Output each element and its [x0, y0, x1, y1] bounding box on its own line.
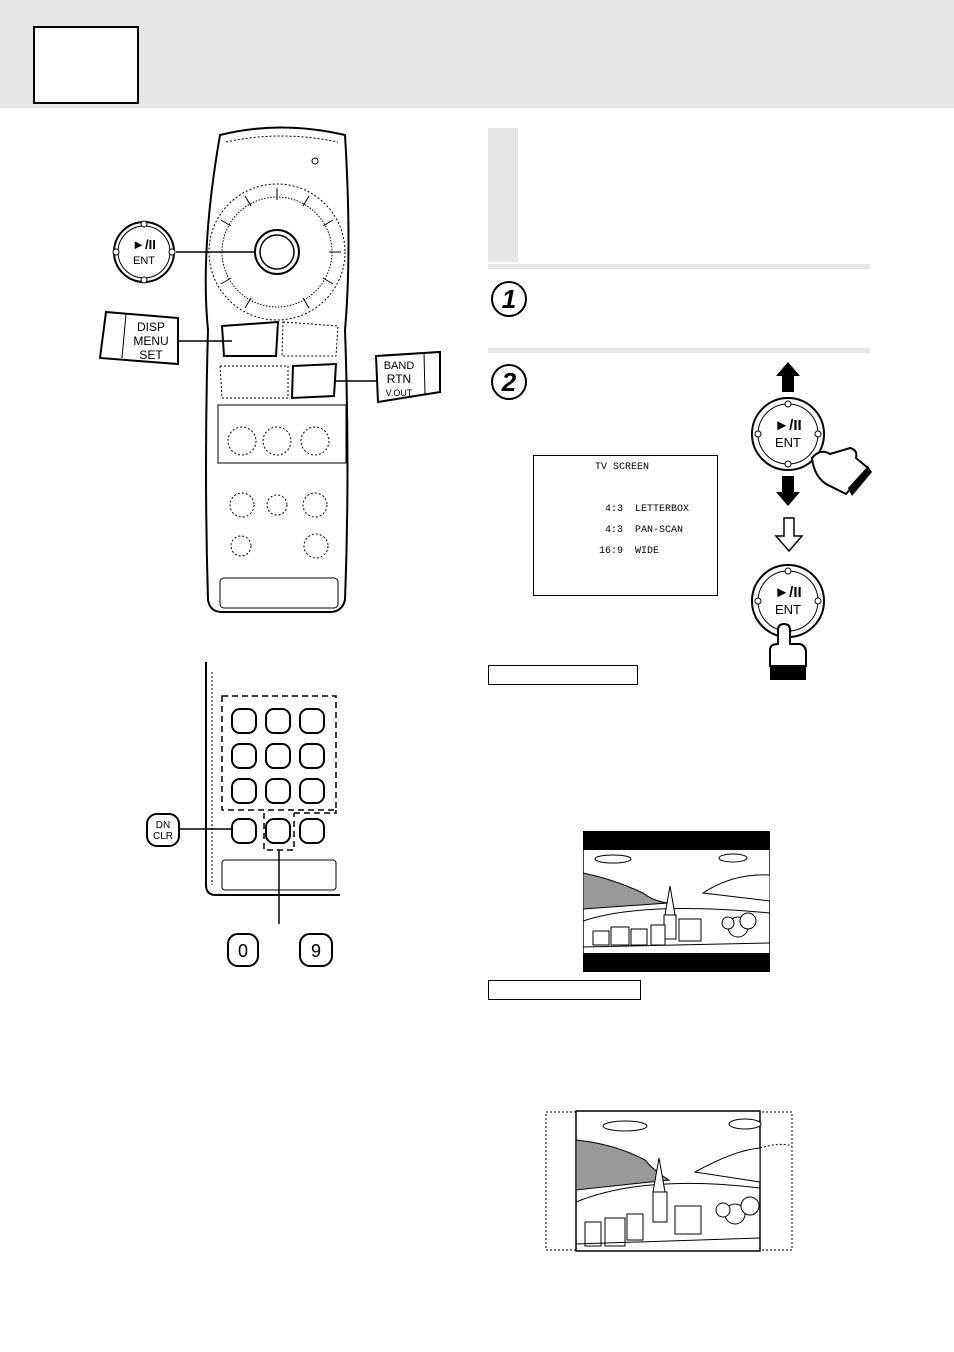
callout-disp: DISP: [137, 320, 165, 334]
ent-symbol: ►/II: [774, 417, 801, 434]
callout-rtn: RTN: [387, 372, 411, 386]
callout-vout: V.OUT: [386, 388, 413, 398]
callout-play-ent: ENT: [133, 255, 155, 267]
ent-symbol: ►/II: [774, 584, 801, 601]
osd-ratio: 16:9: [599, 546, 624, 557]
header-band: [0, 0, 954, 108]
osd-title: TV SCREEN: [595, 462, 650, 473]
rule-step-2: [488, 348, 870, 353]
osd-row-letterbox: 4:3 LETTERBOX: [581, 493, 689, 526]
callout-digit-9: 9: [311, 941, 321, 961]
remote-control-illustration: ►/II ENT DISP MENU SET BAND RTN V.OUT: [98, 126, 441, 613]
intro-panel-strip: [488, 128, 518, 262]
down-arrow-icon: [776, 476, 800, 506]
osd-row-wide: 16:9 WIDE: [575, 535, 659, 568]
svg-text:2: 2: [501, 367, 517, 397]
callout-band: BAND: [384, 360, 415, 372]
step-number-2: 2: [491, 364, 527, 400]
callout-menu: MENU: [133, 334, 168, 348]
osd-mode: WIDE: [635, 546, 660, 557]
svg-text:1: 1: [502, 284, 516, 314]
ent-operation-illustration: ►/II ENT ►/II ENT: [751, 362, 872, 680]
keypad-illustration: DN CLR 0 9: [146, 662, 340, 967]
ent-label: ENT: [775, 435, 801, 450]
letterbox-label-box: [488, 665, 638, 685]
callout-play-symbol: ►/II: [132, 237, 156, 252]
callout-dn: DN: [156, 820, 170, 831]
osd-mode: PAN-SCAN: [635, 525, 684, 536]
panscan-illustration: [545, 1110, 793, 1252]
callout-set: SET: [139, 348, 163, 362]
page-number-box: [33, 26, 139, 104]
ent-label: ENT: [775, 602, 801, 617]
callout-digit-0: 0: [238, 941, 248, 961]
osd-ratio: 4:3: [605, 525, 624, 536]
ent-button-upper: ►/II ENT: [751, 397, 825, 471]
pressing-hand-icon: [810, 446, 872, 496]
osd-ratio: 4:3: [605, 504, 624, 515]
up-arrow-icon: [776, 362, 800, 392]
panscan-label-box: [488, 980, 641, 1000]
osd-mode: LETTERBOX: [635, 504, 690, 515]
tv-screen-osd: TV SCREEN 4:3 LETTERBOX 4:3 PAN-SCAN 16:…: [533, 455, 718, 596]
ent-button-lower: ►/II ENT: [751, 564, 825, 638]
pressing-hand-icon: [769, 622, 807, 680]
step-number-1: 1: [491, 281, 527, 317]
callout-clr: CLR: [153, 831, 173, 842]
outline-down-arrow-icon: [774, 517, 804, 553]
rule-step-1: [488, 264, 870, 269]
osd-row-panscan: 4:3 PAN-SCAN: [581, 514, 683, 547]
letterbox-illustration: [583, 831, 770, 972]
